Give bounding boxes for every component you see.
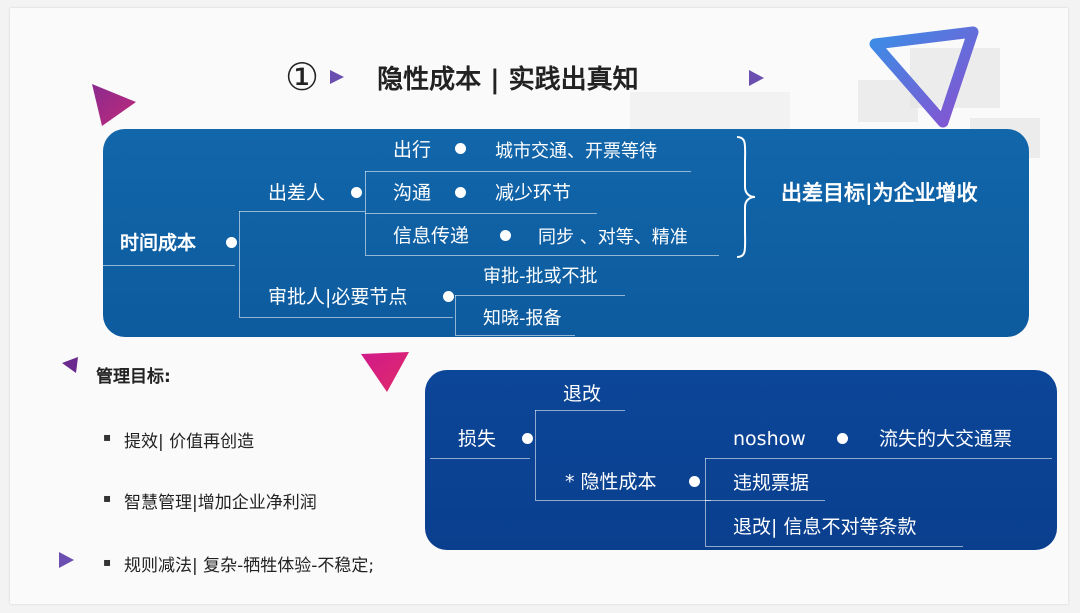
connector-line xyxy=(705,458,706,546)
goal-label: 出差目标|为企业增收 xyxy=(781,181,978,205)
connector-line xyxy=(239,211,240,317)
goal-item: 智慧管理|增加企业净利润 xyxy=(124,488,317,513)
connector-line xyxy=(365,213,597,214)
play-icon xyxy=(327,67,347,87)
node-dot xyxy=(837,433,848,444)
invoice-node: 违规票据 xyxy=(733,471,809,495)
play-icon xyxy=(746,68,766,88)
connector-line xyxy=(705,500,825,501)
triangle-decoration-icon xyxy=(88,80,140,130)
node-dot xyxy=(226,237,237,248)
triangle-outline-icon xyxy=(865,22,985,132)
goals-heading: 管理目标: xyxy=(96,362,171,387)
loss-node: 损失 xyxy=(458,427,496,451)
connector-line xyxy=(455,295,625,296)
approve-detail-1: 审批-批或不批 xyxy=(483,265,598,289)
connector-line xyxy=(455,335,575,336)
connector-line xyxy=(535,410,536,500)
bg-shape xyxy=(630,92,790,132)
goal-item: 提效| 价值再创造 xyxy=(124,427,254,452)
connector-line xyxy=(239,211,365,212)
connector-line xyxy=(455,295,456,335)
connector-line xyxy=(365,171,691,172)
connector-line xyxy=(535,410,625,411)
info-node: 信息传递 xyxy=(393,224,469,248)
title-number: ① xyxy=(285,58,319,96)
approver-node: 审批人|必要节点 xyxy=(268,285,407,309)
node-dot xyxy=(455,187,466,198)
connector-line xyxy=(705,458,1052,459)
communication-node: 沟通 xyxy=(393,181,431,205)
node-dot xyxy=(443,291,454,302)
connector-line xyxy=(430,458,530,459)
connector-line xyxy=(103,265,235,266)
play-icon xyxy=(60,355,80,375)
node-dot xyxy=(455,143,466,154)
communication-detail: 减少环节 xyxy=(495,181,571,205)
hidden-cost-node: * 隐性成本 xyxy=(565,470,657,494)
travel-node: 出行 xyxy=(393,138,431,162)
brace-icon xyxy=(733,135,757,259)
traveler-node: 出差人 xyxy=(268,181,325,205)
bullet-icon: ▪ xyxy=(103,491,111,505)
connector-line xyxy=(239,317,453,318)
clause-node: 退改| 信息不对等条款 xyxy=(733,515,916,539)
noshow-detail: 流失的大交通票 xyxy=(879,427,1012,451)
node-dot xyxy=(500,230,511,241)
goal-item: 规则减法| 复杂-牺牲体验-不稳定; xyxy=(124,551,374,576)
play-icon xyxy=(56,550,76,570)
node-dot xyxy=(351,187,362,198)
refund-node: 退改 xyxy=(563,382,601,406)
root-node: 时间成本 xyxy=(120,231,196,255)
connector-line xyxy=(535,500,711,501)
bullet-icon: ▪ xyxy=(103,555,111,569)
bullet-icon: ▪ xyxy=(103,430,111,444)
connector-line xyxy=(365,255,719,256)
approve-detail-2: 知晓-报备 xyxy=(483,307,562,331)
loss-mindmap: 损失 退改 * 隐性成本 noshow 流失的大交通票 违规票据 退改| 信息不… xyxy=(425,370,1057,550)
page-title: 隐性成本 | 实践出真知 xyxy=(377,59,639,96)
travel-detail: 城市交通、开票等待 xyxy=(495,140,657,164)
triangle-decoration-icon xyxy=(357,348,413,394)
node-dot xyxy=(689,476,700,487)
node-dot xyxy=(522,433,533,444)
connector-line xyxy=(705,546,963,547)
noshow-node: noshow xyxy=(733,427,806,451)
title-row: ① 隐性成本 | 实践出真知 xyxy=(285,52,639,102)
time-cost-mindmap: 时间成本 出差人 出行 城市交通、开票等待 沟通 减少环节 信息传递 同步 、对… xyxy=(103,129,1029,337)
info-detail: 同步 、对等、精准 xyxy=(538,226,688,250)
